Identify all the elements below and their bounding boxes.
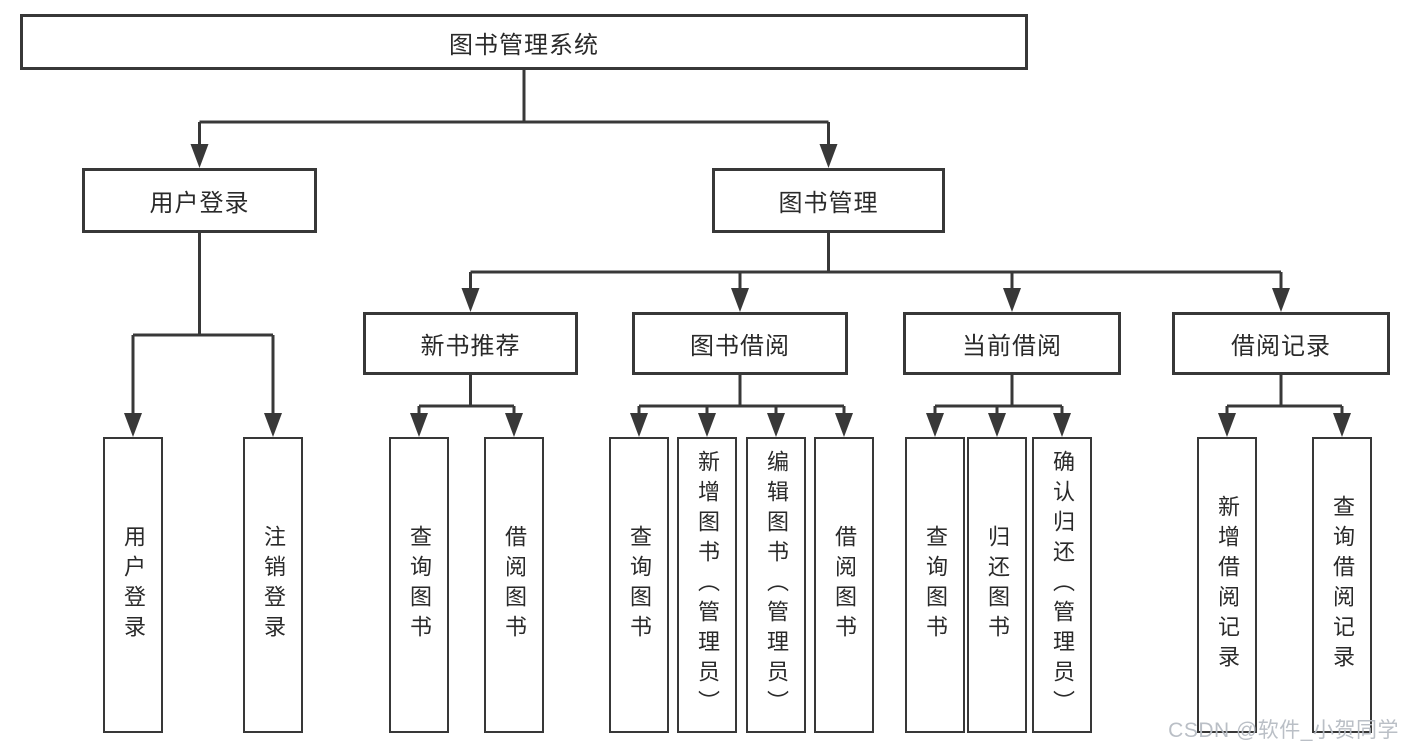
- node-library-system: 图书管理系统: [20, 14, 1028, 70]
- node-leaf-edit-books-admin: 编辑图书（管理员）: [746, 437, 806, 733]
- node-user-login: 用户登录: [82, 168, 317, 233]
- node-leaf-add-books-admin: 新增图书（管理员）: [677, 437, 737, 733]
- node-current-borrow: 当前借阅: [903, 312, 1121, 375]
- node-leaf-user-login: 用户登录: [103, 437, 163, 733]
- csdn-watermark: CSDN @软件_小贺同学: [1168, 719, 1399, 742]
- node-leaf-query-books-current: 查询图书: [905, 437, 965, 733]
- node-leaf-borrow-books: 借阅图书: [814, 437, 874, 733]
- node-leaf-query-borrow-record: 查询借阅记录: [1312, 437, 1372, 733]
- node-leaf-logout-login: 注销登录: [243, 437, 303, 733]
- node-leaf-borrow-books-recommend: 借阅图书: [484, 437, 544, 733]
- node-leaf-add-borrow-record: 新增借阅记录: [1197, 437, 1257, 733]
- node-leaf-confirm-return-admin: 确认归还（管理员）: [1032, 437, 1092, 733]
- node-leaf-return-books: 归还图书: [967, 437, 1027, 733]
- node-book-management: 图书管理: [712, 168, 945, 233]
- node-borrow-records: 借阅记录: [1172, 312, 1390, 375]
- node-leaf-query-books-recommend: 查询图书: [389, 437, 449, 733]
- node-new-book-recommend: 新书推荐: [363, 312, 578, 375]
- node-book-borrow: 图书借阅: [632, 312, 848, 375]
- node-leaf-query-books-borrow: 查询图书: [609, 437, 669, 733]
